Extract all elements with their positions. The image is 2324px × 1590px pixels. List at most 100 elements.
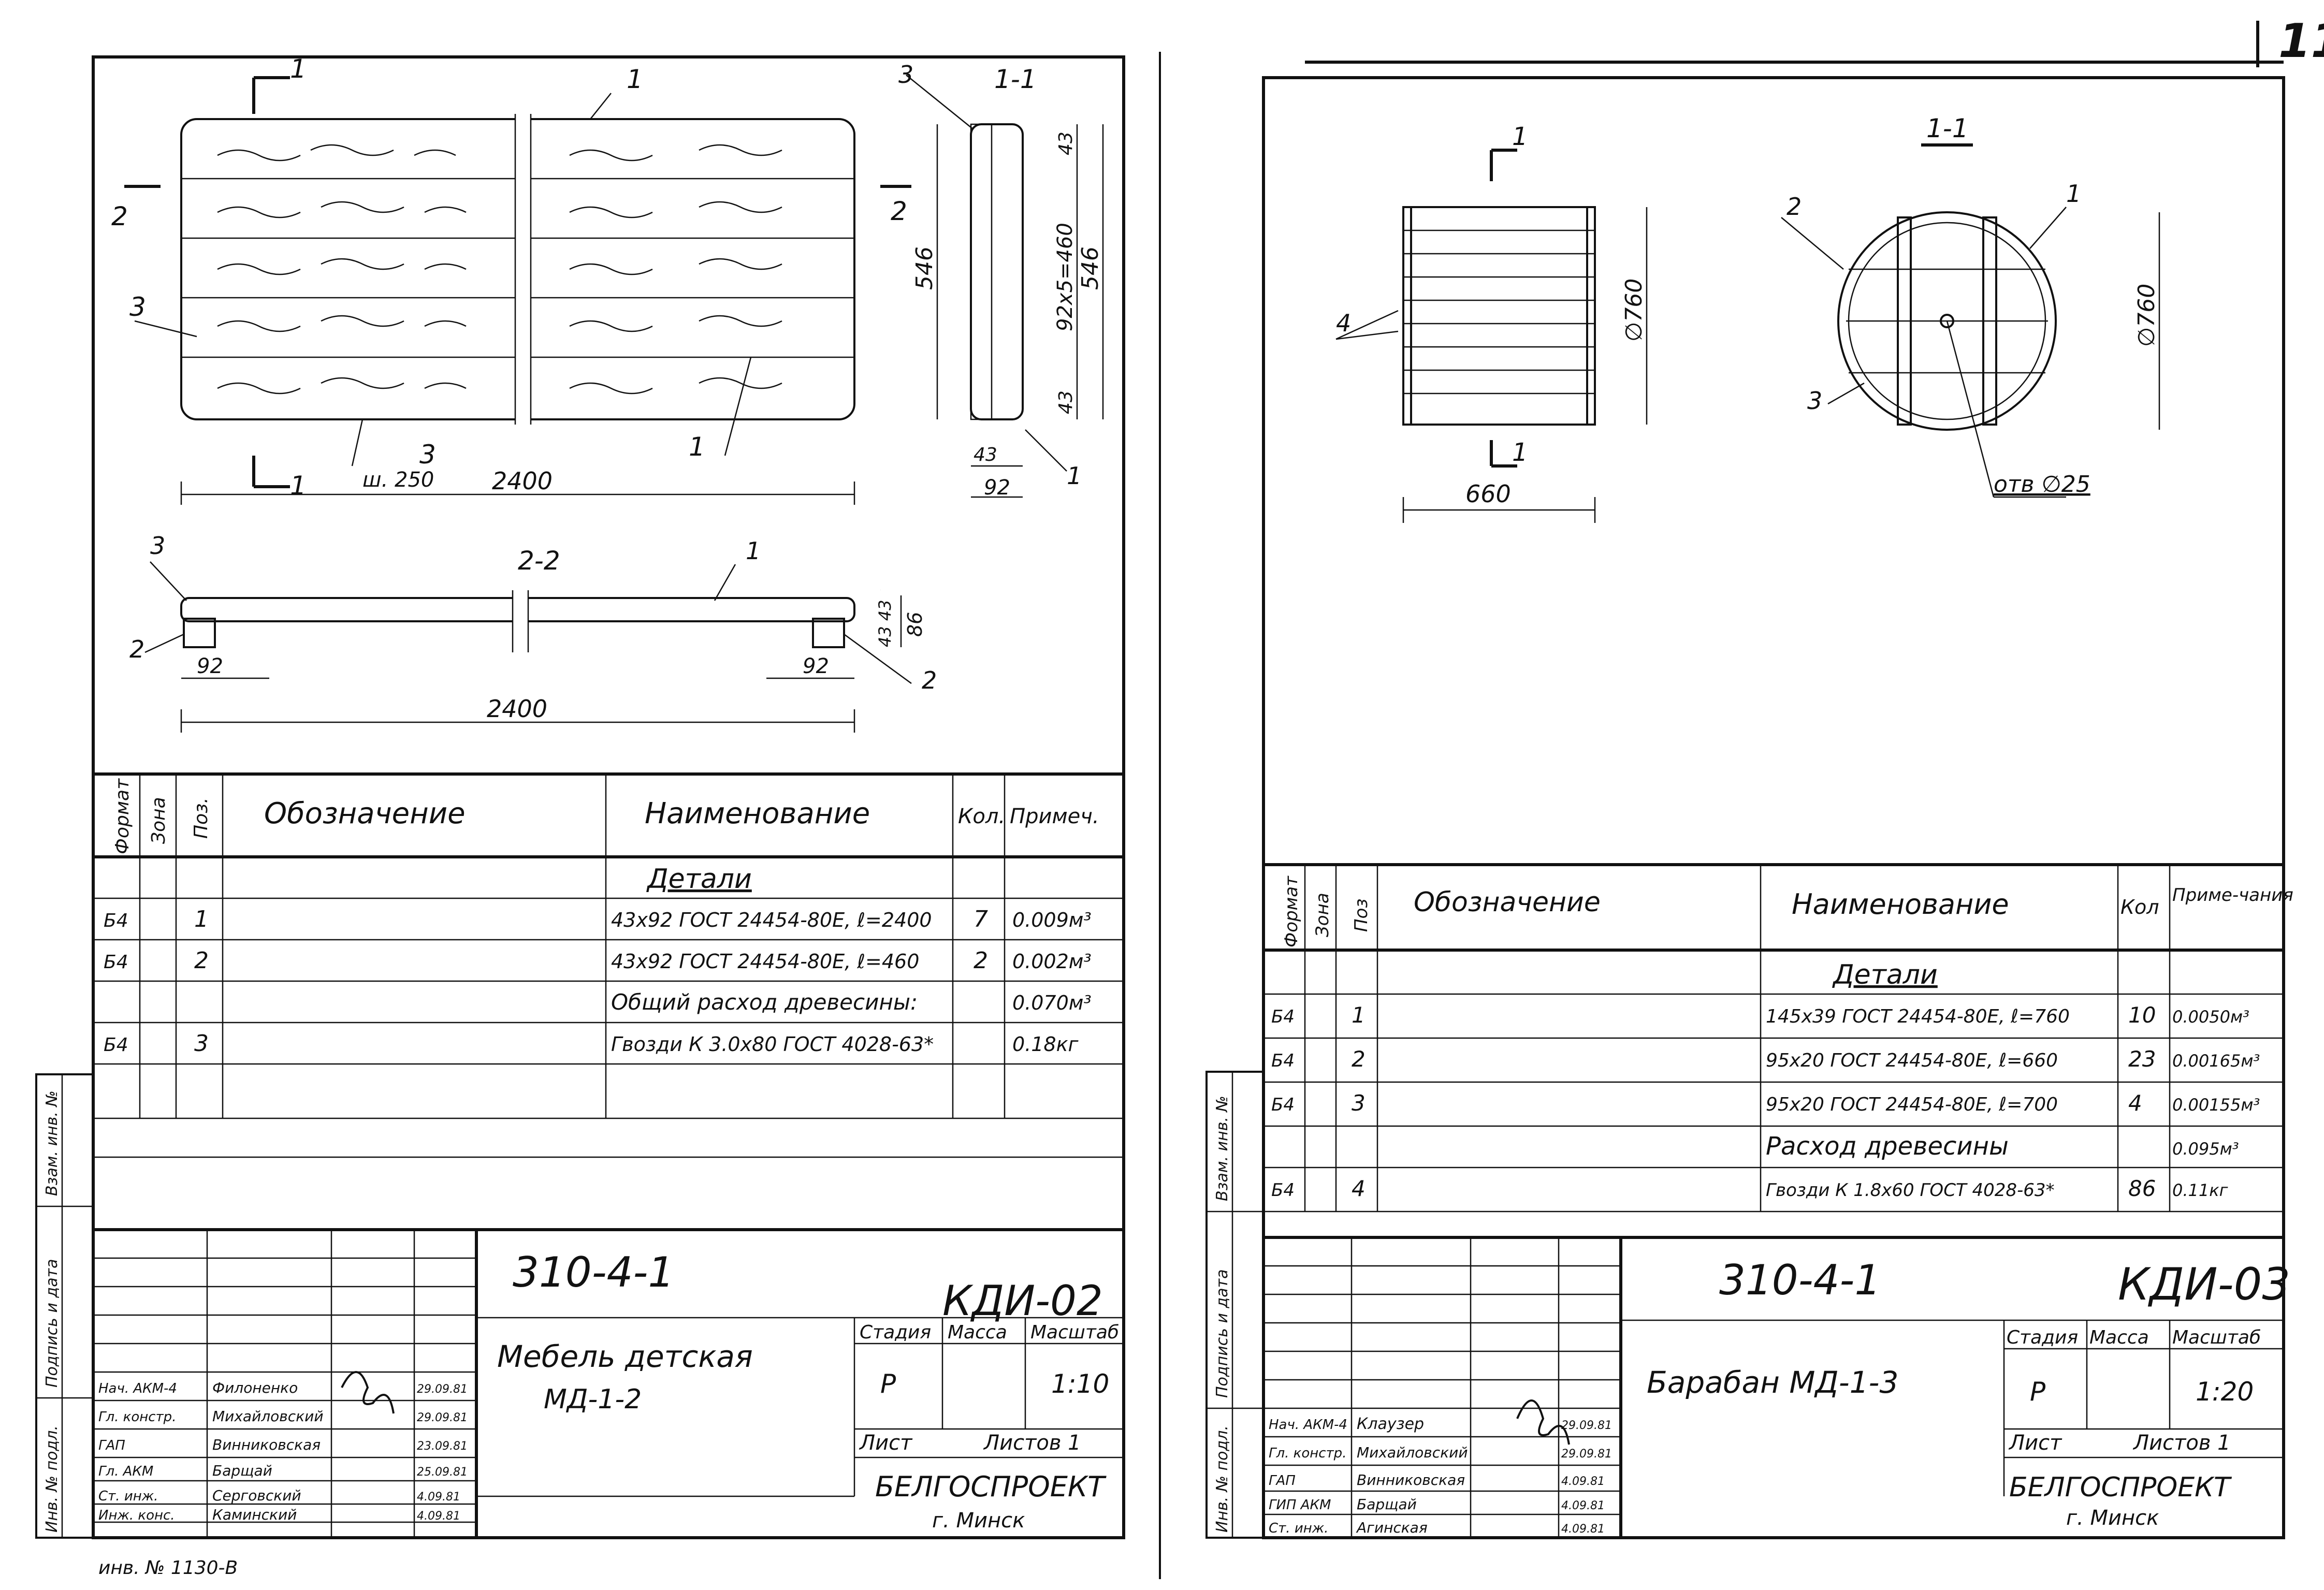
cell-note: 0.0050м³	[2172, 1007, 2249, 1027]
spacing-note: ш. 250	[362, 468, 434, 492]
right-city: г. Минск	[2066, 1506, 2159, 1530]
left-sheet-code: КДИ-02	[942, 1277, 1103, 1325]
left-col-name: Наименование	[645, 797, 870, 830]
callout-22-2-left: 2	[129, 635, 144, 663]
signer-name: Серговский	[212, 1487, 301, 1504]
callout-22-2-right: 2	[922, 666, 937, 694]
right-sheet-code: КДИ-03	[2118, 1259, 2290, 1310]
left-spec-table	[93, 772, 1124, 1158]
dim-92-right: 92	[803, 654, 829, 678]
cell-name: 43х92 ГОСТ 24454-80Е, ℓ=460	[611, 950, 919, 973]
signer-role: ГАП	[1269, 1473, 1296, 1489]
right-col-pos: Поз	[1351, 899, 1372, 932]
cell-qty: 10	[2128, 1002, 2156, 1028]
cell-format: Б4	[104, 1034, 128, 1056]
callout-plan-left: 3	[129, 292, 146, 322]
left-title-block	[93, 1228, 1124, 1538]
left-col-mass: Масса	[948, 1322, 1007, 1343]
signer-name: Михайловский	[1357, 1444, 1468, 1461]
cell-format: Б4	[1271, 1180, 1295, 1201]
cell-note: 0.11кг	[2172, 1180, 2228, 1200]
signer-name: Клаузер	[1357, 1415, 1424, 1433]
signer-date: 29.09.81	[417, 1383, 468, 1396]
cell-qty: 7	[974, 906, 988, 932]
right-signer-5: Ст. инж. Агинская 4.09.81	[1269, 1519, 1605, 1536]
cell-name: 43х92 ГОСТ 24454-80Е, ℓ=2400	[611, 909, 932, 931]
right-callout-4: 4	[1336, 309, 1351, 337]
left-sheet-label: Лист	[859, 1431, 913, 1455]
dim-43-top: 43	[1055, 132, 1077, 155]
signer-name: Винниковская	[212, 1436, 321, 1453]
right-scale: 1:20	[2196, 1377, 2254, 1407]
right-col-name: Наименование	[1792, 888, 2009, 921]
dim-92-width: 92	[984, 476, 1010, 500]
cell-format: Б4	[1271, 1006, 1295, 1027]
signer-date: 29.09.81	[1561, 1419, 1612, 1432]
left-col-designation: Обозначение	[264, 797, 466, 830]
left-col-format: Формат	[112, 778, 133, 854]
right-stamp-replace: Взам. инв. №	[1213, 1096, 1231, 1201]
cell-pos: 1	[1352, 1002, 1366, 1028]
signer-date: 25.09.81	[417, 1466, 468, 1479]
cell-name: Гвозди К 3.0х80 ГОСТ 4028-63*	[611, 1033, 934, 1056]
cell-note: 0.18кг	[1012, 1033, 1079, 1056]
left-title-line1: Мебель детская	[497, 1339, 753, 1374]
callout-plan-top: 1	[627, 64, 643, 94]
signer-name: Каминский	[212, 1506, 297, 1523]
right-section-1-1-label: 1-1	[1926, 113, 1969, 143]
callout-11-3: 3	[898, 61, 913, 89]
left-doc-code: 310-4-1	[513, 1248, 674, 1296]
right-org: БЕЛГОСПРОЕКТ	[2009, 1472, 2232, 1503]
right-dim-760-side: ∅760	[1621, 279, 1647, 342]
cell-pos: 2	[1352, 1046, 1366, 1072]
callout-22-3: 3	[150, 532, 165, 560]
left-signer-4: Гл. АКМ Барщай 25.09.81	[98, 1462, 468, 1479]
left-col-note: Примеч.	[1010, 805, 1099, 828]
cell-name: 95х20 ГОСТ 24454-80Е, ℓ=660	[1766, 1050, 2058, 1071]
signer-name: Барщай	[212, 1462, 272, 1479]
left-signer-2: Гл. констр. Михайловский 29.09.81	[98, 1408, 468, 1425]
right-stamp-sign: Подпись и дата	[1213, 1270, 1231, 1398]
cell-note: 0.095м³	[2172, 1139, 2239, 1159]
right-dim-660: 660	[1465, 480, 1511, 508]
drum-section-1-1	[1781, 143, 2160, 498]
right-side-stamp	[1205, 1071, 1265, 1539]
left-stamp-replace: Взам. инв. №	[43, 1090, 61, 1196]
left-org: БЕЛГОСПРОЕКТ	[875, 1470, 1107, 1503]
section-2-2-label: 2-2	[518, 546, 560, 576]
cell-note: 0.00155м³	[2172, 1095, 2260, 1115]
left-title-line2: МД-1-2	[544, 1384, 642, 1415]
signer-date: 4.09.81	[1561, 1499, 1605, 1512]
dim-546-inner: 546	[911, 246, 938, 290]
section-mark-1-bottom: 1	[290, 471, 307, 501]
signer-date: 4.09.81	[417, 1491, 460, 1504]
left-spec-row-1: Б4 1 43х92 ГОСТ 24454-80Е, ℓ=2400 7 0.00…	[104, 906, 1092, 932]
right-section-1-top: 1	[1512, 122, 1528, 151]
right-section-1-bottom: 1	[1512, 438, 1528, 467]
right-sheets-label: Листов 1	[2132, 1431, 2231, 1455]
section-mark-2-left: 2	[111, 201, 128, 231]
signer-role: Инж. конс.	[98, 1508, 175, 1523]
left-col-zone: Зона	[148, 797, 169, 844]
cell-note: 0.00165м³	[2172, 1051, 2260, 1071]
left-col-stage: Стадия	[860, 1322, 931, 1343]
cell-name: 95х20 ГОСТ 24454-80Е, ℓ=700	[1766, 1094, 2058, 1115]
left-col-scale: Масштаб	[1030, 1322, 1119, 1343]
signer-date: 4.09.81	[417, 1510, 460, 1523]
signer-role: Нач. АКМ-4	[1269, 1417, 1347, 1433]
cell-qty: 86	[2128, 1176, 2156, 1201]
right-col-mass: Масса	[2089, 1327, 2149, 1348]
left-spec-row-4: Б4 3 Гвозди К 3.0х80 ГОСТ 4028-63* 0.18к…	[104, 1030, 1079, 1057]
callout-plan-nails: 3	[419, 440, 436, 470]
left-signer-3: ГАП Винниковская 23.09.81	[98, 1436, 468, 1453]
signer-name: Михайловский	[212, 1408, 324, 1425]
signer-role: Ст. инж.	[98, 1489, 158, 1504]
left-sheets-label: Листов 1	[983, 1431, 1081, 1455]
right-spec-row-3: Б4 3 95х20 ГОСТ 24454-80Е, ℓ=700 4 0.001…	[1271, 1090, 2260, 1116]
inventory-note: инв. № 1130-В	[98, 1557, 238, 1579]
cell-format: Б4	[1271, 1051, 1295, 1071]
right-signer-3: ГАП Винниковская 4.09.81	[1269, 1471, 1605, 1489]
callout-11-1: 1	[1067, 462, 1082, 490]
left-spec-row-3: Общий расход древесины: 0.070м³	[611, 989, 1092, 1015]
